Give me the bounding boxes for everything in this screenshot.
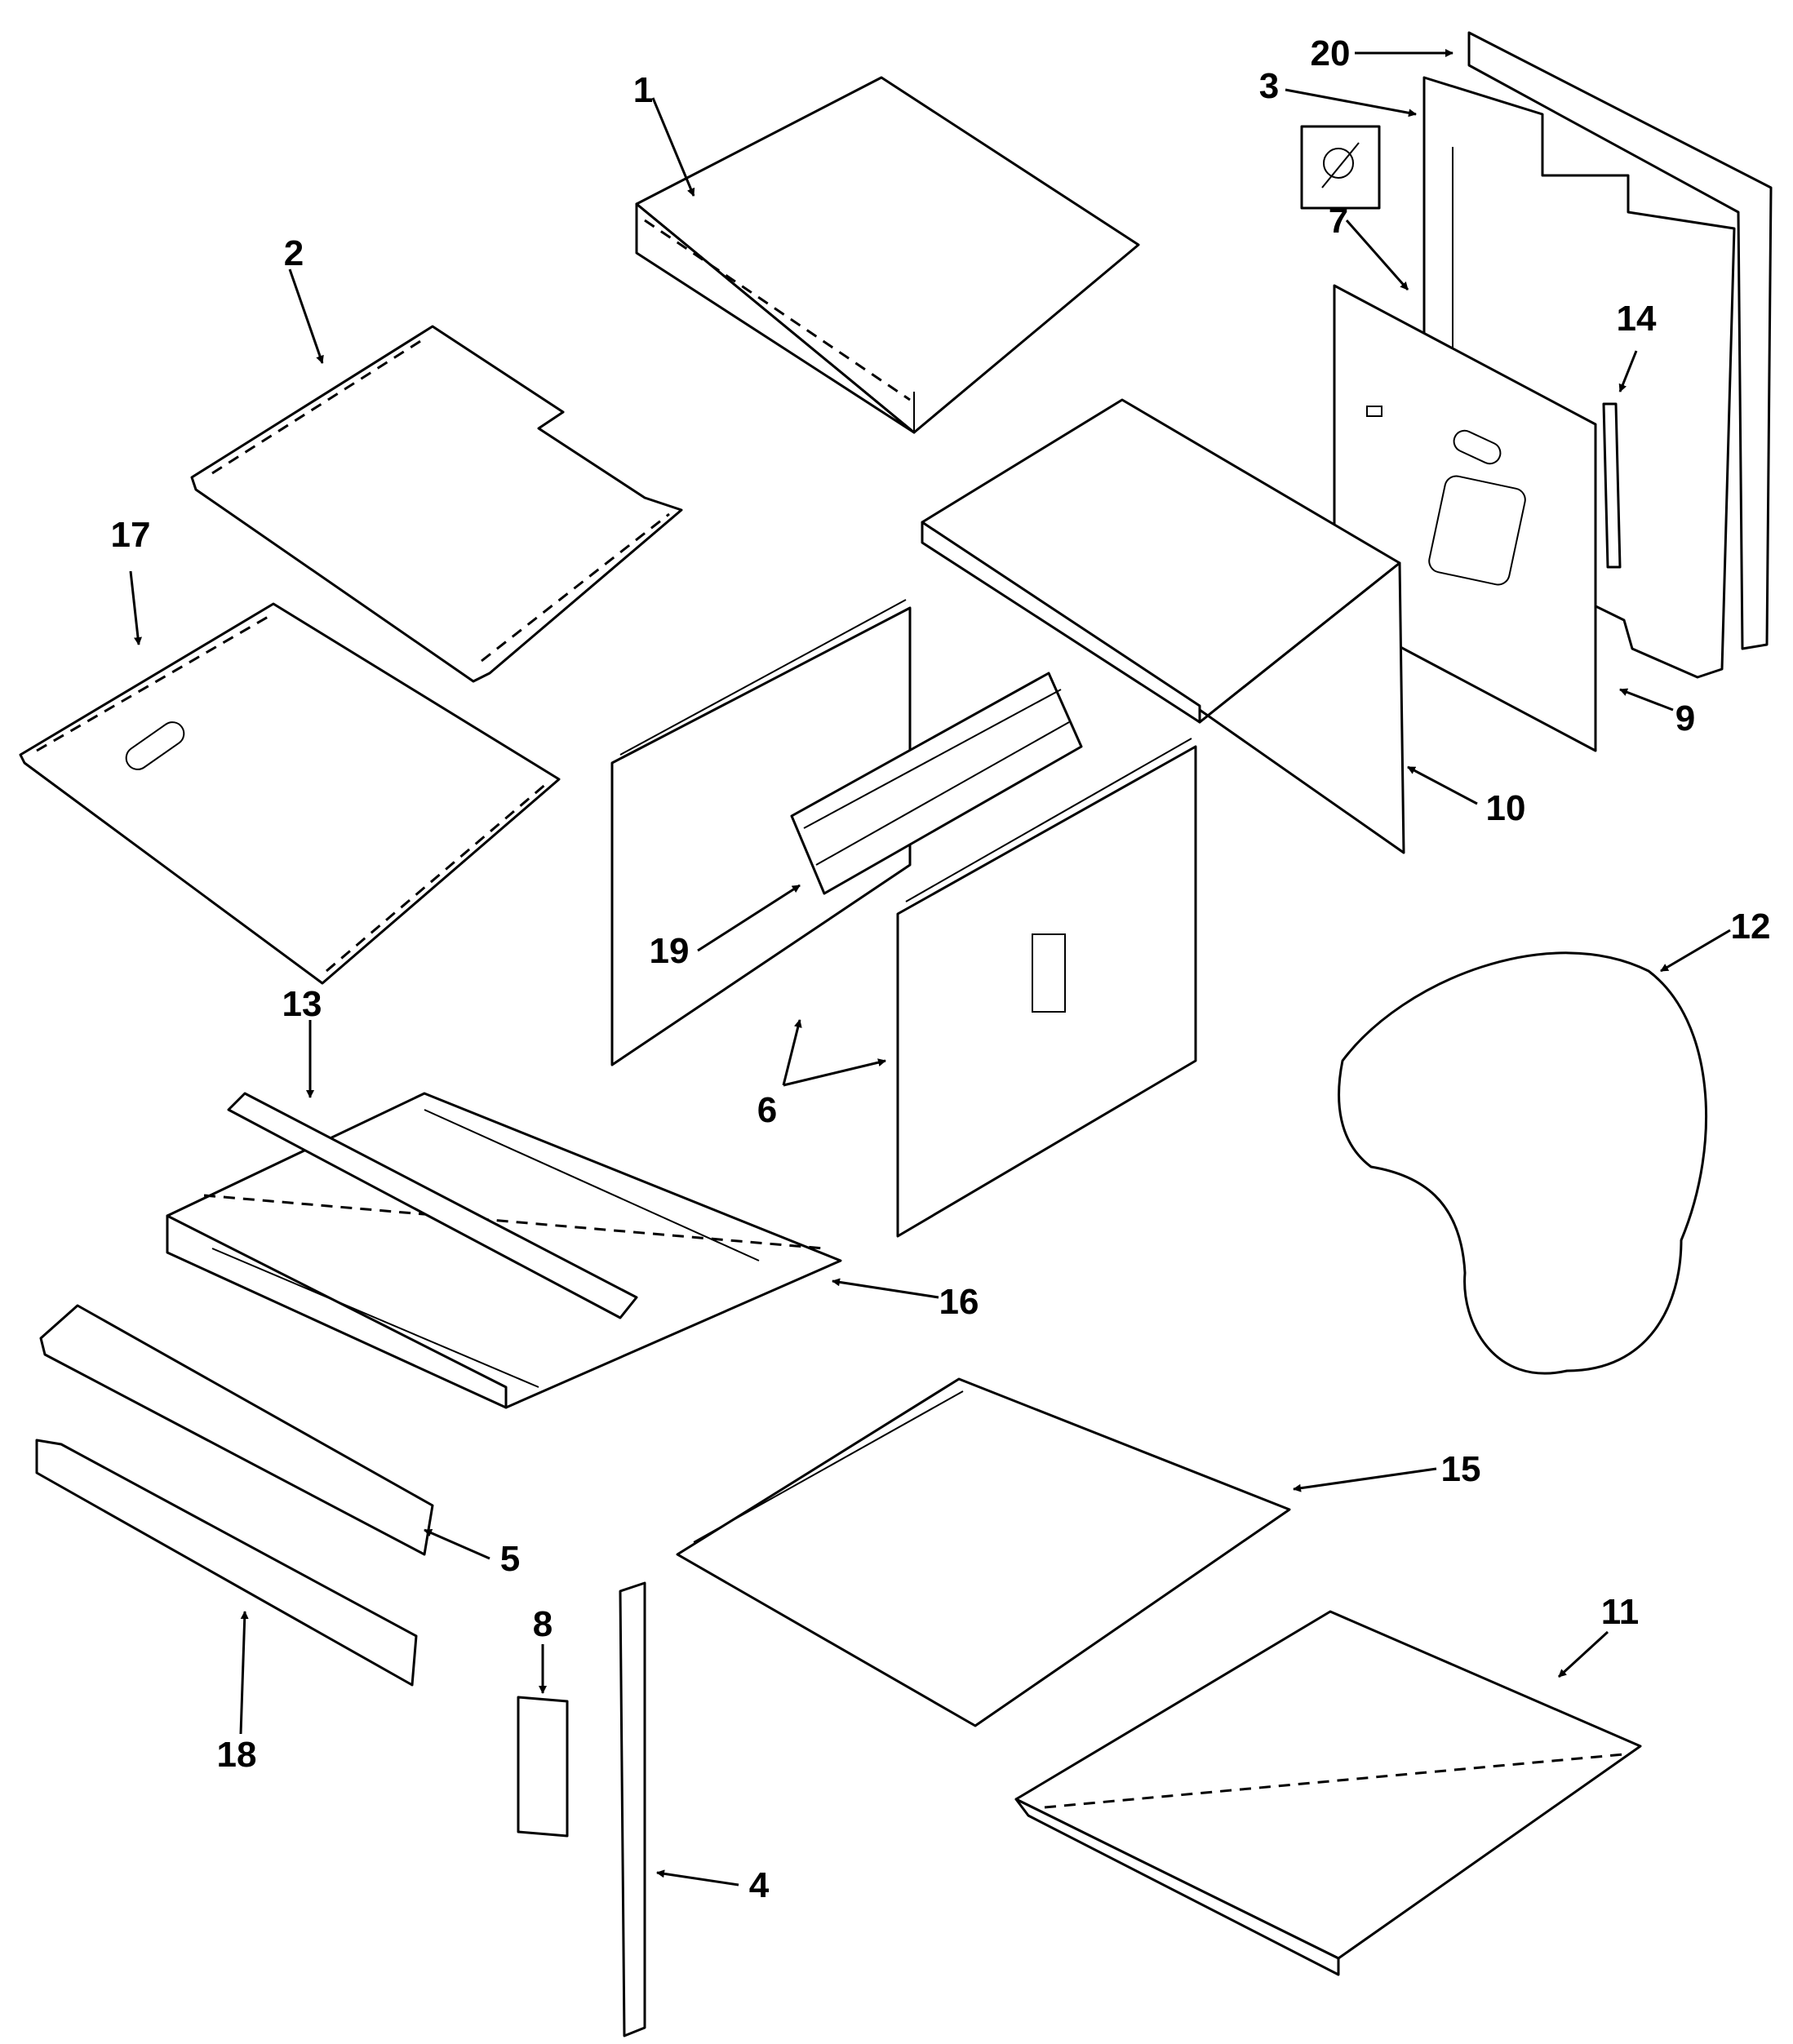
callout-20: 20 [1311, 33, 1351, 73]
callout-15: 15 [1441, 1449, 1481, 1489]
callout-17: 17 [111, 515, 151, 555]
part-15-bottom-pan [676, 1377, 1291, 1727]
part-13-rail [227, 1092, 638, 1319]
callout-14: 14 [1617, 299, 1657, 339]
part-6-left-panel [610, 599, 912, 1066]
part-20-rear-liner [1467, 31, 1773, 650]
callout-10: 10 [1486, 788, 1526, 828]
callout-5: 5 [500, 1539, 520, 1579]
callout-16: 16 [939, 1282, 979, 1322]
part-4-trim [619, 1581, 646, 2037]
leader-lines [129, 49, 1731, 1887]
part-18-lower-vent [35, 1439, 418, 1687]
callout-7: 7 [1329, 201, 1348, 241]
callout-12: 12 [1731, 907, 1771, 947]
callout-3: 3 [1259, 66, 1279, 106]
part-14-strip [1602, 402, 1622, 569]
part-2-upper-panel [190, 325, 683, 683]
part-17-lower-panel [19, 602, 561, 985]
part-1-top-panel [635, 76, 1140, 434]
part-10-insulation-block [921, 398, 1405, 854]
part-6-right-panel [896, 738, 1197, 1238]
part-7-switch-inset [1300, 125, 1381, 210]
callout-4: 4 [749, 1865, 770, 1905]
part-19-bracket [790, 672, 1083, 895]
callout-19: 19 [650, 931, 690, 971]
callout-18: 18 [217, 1735, 257, 1775]
callout-11: 11 [1601, 1592, 1640, 1632]
callout-1: 1 [633, 70, 653, 110]
callout-9: 9 [1675, 698, 1695, 738]
callout-2: 2 [284, 233, 304, 273]
callout-13: 13 [282, 984, 322, 1024]
part-11-base-frame [1014, 1610, 1642, 1976]
part-12-insulation [1338, 951, 1708, 1375]
callout-8: 8 [533, 1604, 553, 1644]
part-8-bracket [517, 1696, 569, 1838]
callout-6: 6 [757, 1090, 777, 1130]
